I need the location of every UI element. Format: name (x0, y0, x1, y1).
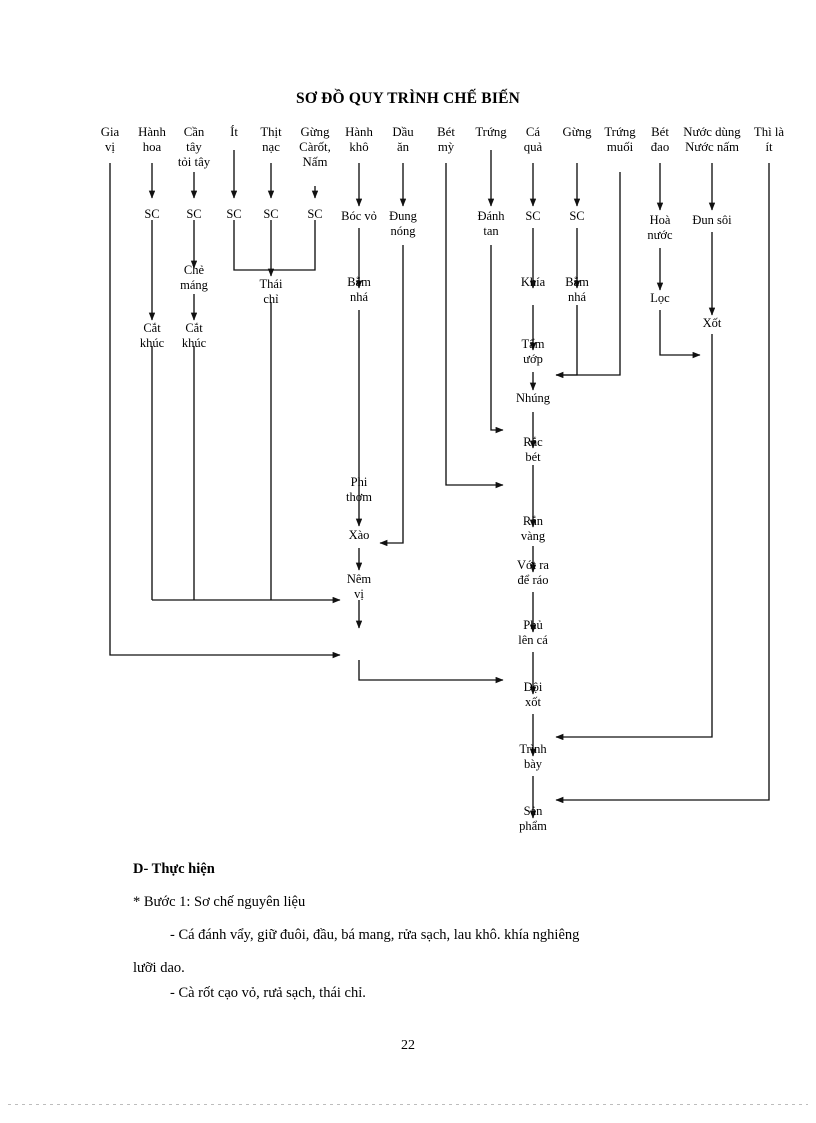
step-xot: Xốt (702, 316, 722, 330)
input-label-hanh-kho: Hành khô (345, 125, 373, 155)
step-khia: Khía (520, 275, 546, 289)
bullet-carrot: - Cà rốt cạo vỏ, rưả sạch, thái chỉ. (170, 985, 366, 1001)
step-danh-tan: Đánh tan (477, 209, 505, 238)
step-che-mang: Chẻ máng (180, 263, 208, 292)
step-cat-khuc-hanh: Cắt khúc (139, 321, 165, 350)
step-rac-bet: Rắc bét (523, 435, 543, 464)
input-label-dau-an: Dầu ăn (392, 125, 414, 155)
step-xao: Xào (348, 528, 370, 542)
step-nhung: Nhúng (515, 391, 551, 405)
bullet-fish-cont: lưỡi dao. (133, 960, 185, 976)
diagram-connectors (109, 150, 770, 819)
step-boc-vo: Bóc vỏ (341, 209, 377, 223)
step-ran-vang: Rắn vàng (520, 514, 546, 543)
input-label-gung: Gừng (562, 125, 592, 139)
step-nem-vi: Nêm vị (346, 572, 372, 601)
input-label-hanh-hoa: Hành hoa (138, 125, 166, 155)
step-sc-it: SC (226, 207, 242, 221)
input-label-thi-la: Thì là ít (753, 125, 785, 155)
step-sc-can-tay: SC (186, 207, 202, 221)
input-label-thit-nac: Thịt nạc (260, 125, 282, 155)
input-label-bet-dao: Bét đao (650, 125, 670, 155)
step-sc-gung-carot: SC (307, 207, 323, 221)
step-thai-chi: Thái chỉ (259, 277, 283, 306)
step-cat-khuc-can: Cắt khúc (181, 321, 207, 350)
step-sc-gung: SC (569, 209, 585, 223)
step-doi-xot: Dội xốt (523, 680, 543, 709)
input-label-ca-qua: Cá quả (523, 125, 543, 155)
input-label-bet-my: Bét mỳ (437, 125, 455, 155)
step-sc-hanh-hoa: SC (144, 207, 160, 221)
step-bam-nha-hanh: Bằm nhá (347, 275, 371, 304)
step-phu-len-ca: Phủ lên cá (518, 618, 548, 647)
step-phi-thom: Phi thơm (345, 475, 373, 504)
input-label-it: Ít (230, 125, 238, 139)
scan-artifact-line (8, 1104, 808, 1105)
input-label-nuoc-dung: Nước dùng Nước nấm (683, 125, 741, 155)
step-1-line: * Bước 1: Sơ chế nguyên liệu (133, 894, 306, 910)
input-label-can-tay: Cần tây tỏi tây (177, 125, 211, 170)
input-label-trung-muoi: Trứng muối (604, 125, 636, 155)
section-heading: D- Thực hiện (133, 861, 215, 877)
step-trinh-bay: Trình bày (519, 742, 547, 771)
step-vot-ra: Vớt ra để ráo (517, 558, 549, 587)
step-bam-nha-gung: Bằm nhá (565, 275, 589, 304)
process-flow-diagram: Gia vị Hành hoa Cần tây tỏi tây Ít Thịt … (100, 125, 785, 833)
page-number: 22 (401, 1038, 415, 1053)
step-sc-thit-nac: SC (263, 207, 279, 221)
input-label-gia-vi: Gia vị (100, 125, 120, 155)
step-san-pham: Sản phẩm (519, 804, 547, 833)
step-tam-uop: Tẩm ướp (521, 337, 545, 366)
step-dun-soi: Đun sôi (692, 213, 732, 227)
bullet-fish: - Cá đánh vẩy, giữ đuôi, đầu, bá mang, r… (170, 927, 580, 943)
step-sc-ca-qua: SC (525, 209, 541, 223)
input-label-gung-carot: Gừng Càrốt, Nấm (299, 125, 331, 170)
step-dun-nong: Đung nóng (389, 209, 417, 238)
page-title: SƠ ĐỒ QUY TRÌNH CHẾ BIẾN (296, 90, 520, 107)
step-hoa-nuoc: Hoà nước (647, 213, 673, 242)
step-loc: Lọc (650, 291, 670, 305)
input-label-trung: Trứng (475, 125, 507, 139)
